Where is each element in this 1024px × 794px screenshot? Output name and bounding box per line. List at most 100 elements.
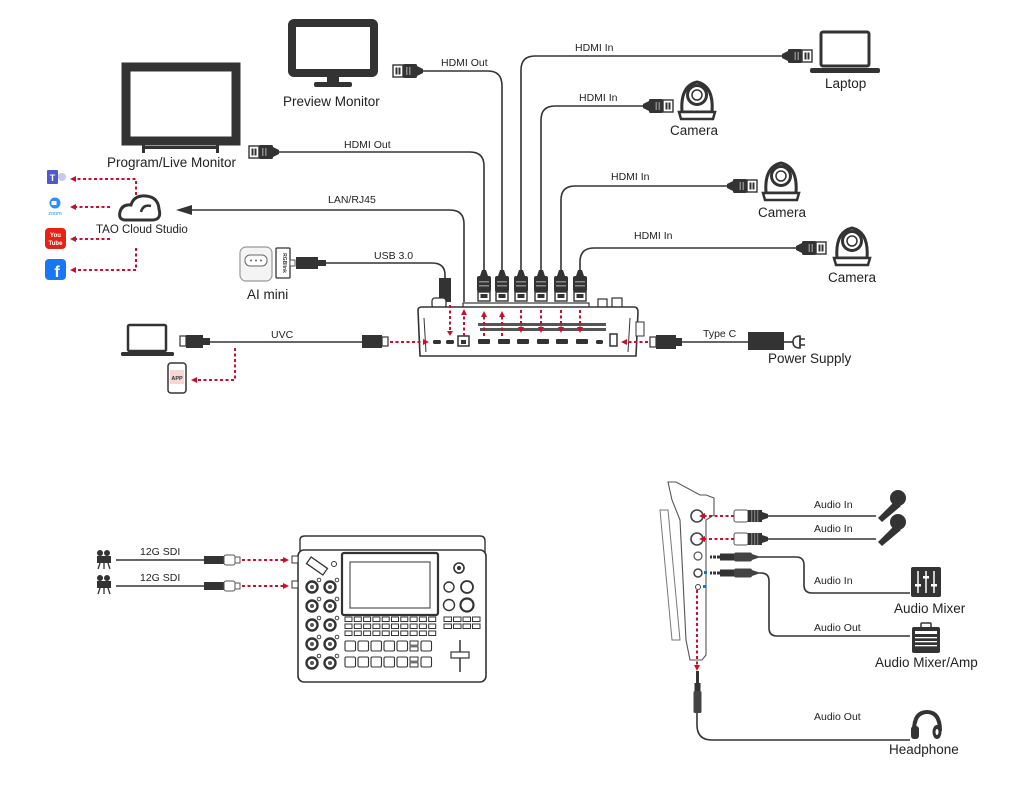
function-button[interactable] [409,623,418,629]
function-button[interactable] [462,623,471,629]
preview-monitor-label: Preview Monitor [283,94,380,109]
zoom-icon: zoom [48,197,62,217]
function-button[interactable] [453,616,462,622]
program-monitor-label: Program/Live Monitor [107,155,237,170]
source-button[interactable] [370,656,383,668]
video-switcher-side [659,481,715,661]
type-c-label: Type C [703,328,737,340]
svg-text:f: f [54,264,60,281]
headphone-jack-icon [693,671,702,713]
sdi-camera-icon [97,550,111,570]
function-button[interactable] [391,623,399,629]
function-button[interactable] [472,623,481,629]
audio-mixer-amp-label: Audio Mixer/Amp [875,655,978,670]
function-button[interactable] [381,623,390,629]
source-button[interactable] [420,640,433,652]
function-button[interactable] [462,616,471,622]
function-button[interactable] [372,623,381,629]
hdmi-in-camera-2-label: HDMI In [611,171,650,183]
function-button[interactable] [381,630,390,636]
function-button[interactable] [428,623,437,629]
function-button[interactable] [353,623,362,629]
usb-plug-icon [296,257,326,269]
app-arrow [197,348,236,381]
function-button[interactable] [428,616,437,622]
camera-icon [761,161,801,202]
function-button[interactable] [409,630,418,636]
teams-icon: T [47,170,66,184]
function-button[interactable] [344,623,353,629]
function-button[interactable] [391,616,399,622]
hdmi-in-camera-2-cable [560,185,728,270]
hdmi-out-program-cable [275,151,485,270]
audio-in-mic-1-label: Audio In [814,499,853,511]
audio-out-headphone-cable [696,713,910,741]
function-button[interactable] [409,616,418,622]
function-button[interactable] [418,616,427,622]
function-button[interactable] [391,630,399,636]
source-button[interactable] [396,640,409,652]
function-button[interactable] [418,630,427,636]
function-button[interactable] [400,630,409,636]
switcher-signal-arrows [390,305,648,345]
hdmi-in-camera-1-cable [540,105,644,270]
usb-c-plug-icon [179,335,210,348]
function-button[interactable] [472,616,481,622]
hdmi-in-laptop-label: HDMI In [575,42,614,54]
svg-text:APP: APP [171,376,183,382]
function-button[interactable] [400,623,409,629]
function-button[interactable] [363,616,372,622]
audio-out-amp-cable [758,572,910,637]
function-button[interactable] [453,623,462,629]
function-button[interactable] [400,616,409,622]
function-button[interactable] [409,640,419,646]
function-button[interactable] [353,616,362,622]
function-button[interactable] [409,646,419,652]
source-button[interactable] [396,656,409,668]
audio-in-mixer-label: Audio In [814,575,853,587]
power-supply-label: Power Supply [768,351,852,366]
youtube-icon: You Tube [45,228,66,249]
source-button[interactable] [370,640,383,652]
function-button[interactable] [344,630,353,636]
function-button[interactable] [363,623,372,629]
function-button[interactable] [372,630,381,636]
camera-icon [677,80,717,121]
hdmi-in-laptop-cable [520,55,782,270]
trs-plug-icon [710,568,758,578]
bnc-connector-icon [223,554,236,566]
source-button[interactable] [344,656,357,668]
function-button[interactable] [372,616,381,622]
hdmi-plug-icon [795,240,827,256]
function-button[interactable] [363,630,372,636]
video-switcher-rear [417,297,645,357]
source-button[interactable] [344,640,357,652]
ai-mini-label: AI mini [247,287,288,302]
camera-icon [832,226,872,267]
camera-3-label: Camera [828,270,877,285]
function-button[interactable] [409,662,419,668]
function-button[interactable] [381,616,390,622]
function-button[interactable] [418,623,427,629]
hdmi-out-program-label: HDMI Out [344,139,391,151]
audio-out-headphone-label: Audio Out [814,711,861,723]
source-button[interactable] [357,656,370,668]
ac-plug-icon [792,335,805,349]
function-button[interactable] [443,623,452,629]
function-button[interactable] [344,616,353,622]
function-button[interactable] [428,630,437,636]
source-button[interactable] [383,656,396,668]
audio-out-amp-label: Audio Out [814,622,861,634]
source-button[interactable] [420,656,433,668]
function-button[interactable] [443,616,452,622]
svg-text:T: T [50,173,56,183]
sdi-2-label: 12G SDI [140,572,180,584]
function-button[interactable] [409,656,419,662]
function-button[interactable] [353,630,362,636]
headphone-label: Headphone [889,742,959,757]
svg-text:Tube: Tube [49,241,64,247]
source-button[interactable] [357,640,370,652]
phone-app-icon: APP [167,362,187,394]
audio-mixer-icon [911,567,941,597]
source-button[interactable] [383,640,396,652]
